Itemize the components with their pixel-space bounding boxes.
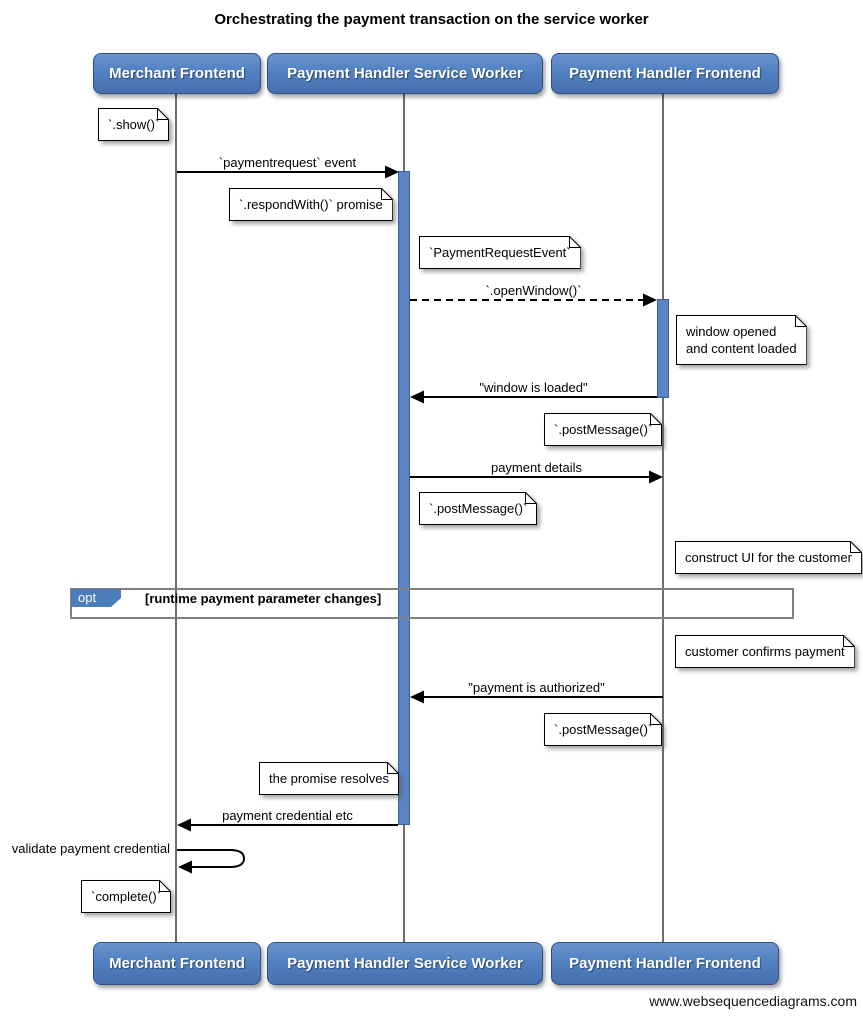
note-fold-icon <box>159 880 172 892</box>
actor-top-payment-handler-frontend: Payment Handler Frontend <box>551 53 779 94</box>
message-label-payment-credential-etc: payment credential etc <box>222 808 353 823</box>
note-construct-ui: construct UI for the customer <box>675 541 862 574</box>
note-fold-icon <box>650 413 663 425</box>
note-fold-icon <box>568 236 581 248</box>
actor-bottom-merchant-frontend: Merchant Frontend <box>93 942 261 985</box>
note-window-opened: window opened and content loaded <box>676 315 807 365</box>
arrow-payment-credential-etc <box>177 818 398 832</box>
note-fold-icon <box>794 315 807 327</box>
message-label-window-is-loaded: "window is loaded" <box>479 380 588 395</box>
note-postmessage-1: `.postMessage()` <box>544 413 663 446</box>
note-text: `.postMessage()` <box>544 413 662 446</box>
note-fold-icon <box>842 635 855 647</box>
note-text: `.postMessage()` <box>544 713 662 746</box>
note-text: `PaymentRequestEvent` <box>419 236 581 269</box>
actor-bottom-payment-handler-service-worker: Payment Handler Service Worker <box>267 942 543 985</box>
opt-fragment: opt [runtime payment parameter changes] <box>70 588 794 619</box>
note-postmessage-3: `.postMessage()` <box>544 713 663 746</box>
note-complete: `complete()` <box>81 880 172 913</box>
note-text: window opened and content loaded <box>676 315 807 365</box>
arrow-payment-details <box>410 470 663 484</box>
arrow-validate-payment-credential-self <box>177 849 246 874</box>
arrow-openwindow <box>410 293 657 307</box>
note-text: customer confirms payment <box>675 635 855 668</box>
arrow-paymentrequest-event <box>177 165 399 179</box>
note-fold-icon <box>157 108 170 120</box>
note-fold-icon <box>386 762 399 774</box>
message-label-paymentrequest-event: `paymentrequest` event <box>218 155 357 170</box>
activation-service-worker <box>398 171 410 825</box>
actor-bottom-payment-handler-frontend: Payment Handler Frontend <box>551 942 779 985</box>
actor-top-merchant-frontend: Merchant Frontend <box>93 53 261 94</box>
note-text: `.postMessage()` <box>419 492 537 525</box>
watermark: www.websequencediagrams.com <box>649 993 857 1009</box>
arrow-window-is-loaded <box>410 390 657 404</box>
note-promise-resolves: the promise resolves <box>259 762 399 795</box>
note-postmessage-2: `.postMessage()` <box>419 492 538 525</box>
opt-fragment-operator: opt <box>71 589 121 607</box>
note-text: construct UI for the customer <box>675 541 862 574</box>
note-text: `complete()` <box>81 880 171 913</box>
note-fold-icon <box>650 713 663 725</box>
note-text: the promise resolves <box>259 762 399 795</box>
note-respondwith-promise: `.respondWith()` promise <box>229 188 393 221</box>
message-label-payment-details: payment details <box>490 460 583 475</box>
opt-fragment-condition: [runtime payment parameter changes] <box>145 591 382 606</box>
message-label-payment-is-authorized: "payment is authorized" <box>468 680 605 695</box>
note-fold-icon <box>849 541 862 553</box>
note-paymentrequestevent: `PaymentRequestEvent` <box>419 236 581 269</box>
note-customer-confirms: customer confirms payment <box>675 635 855 668</box>
diagram-title: Orchestrating the payment transaction on… <box>214 11 649 28</box>
note-show: `.show()` <box>98 108 170 141</box>
note-text: `.respondWith()` promise <box>229 188 393 221</box>
message-label-openwindow: `.openWindow()` <box>485 283 582 298</box>
activation-payment-handler-frontend <box>657 299 669 398</box>
message-label-validate-payment-credential: validate payment credential <box>11 841 170 856</box>
arrow-payment-is-authorized <box>410 690 663 704</box>
actor-top-payment-handler-service-worker: Payment Handler Service Worker <box>267 53 543 94</box>
note-fold-icon <box>380 188 393 200</box>
note-fold-icon <box>525 492 538 504</box>
